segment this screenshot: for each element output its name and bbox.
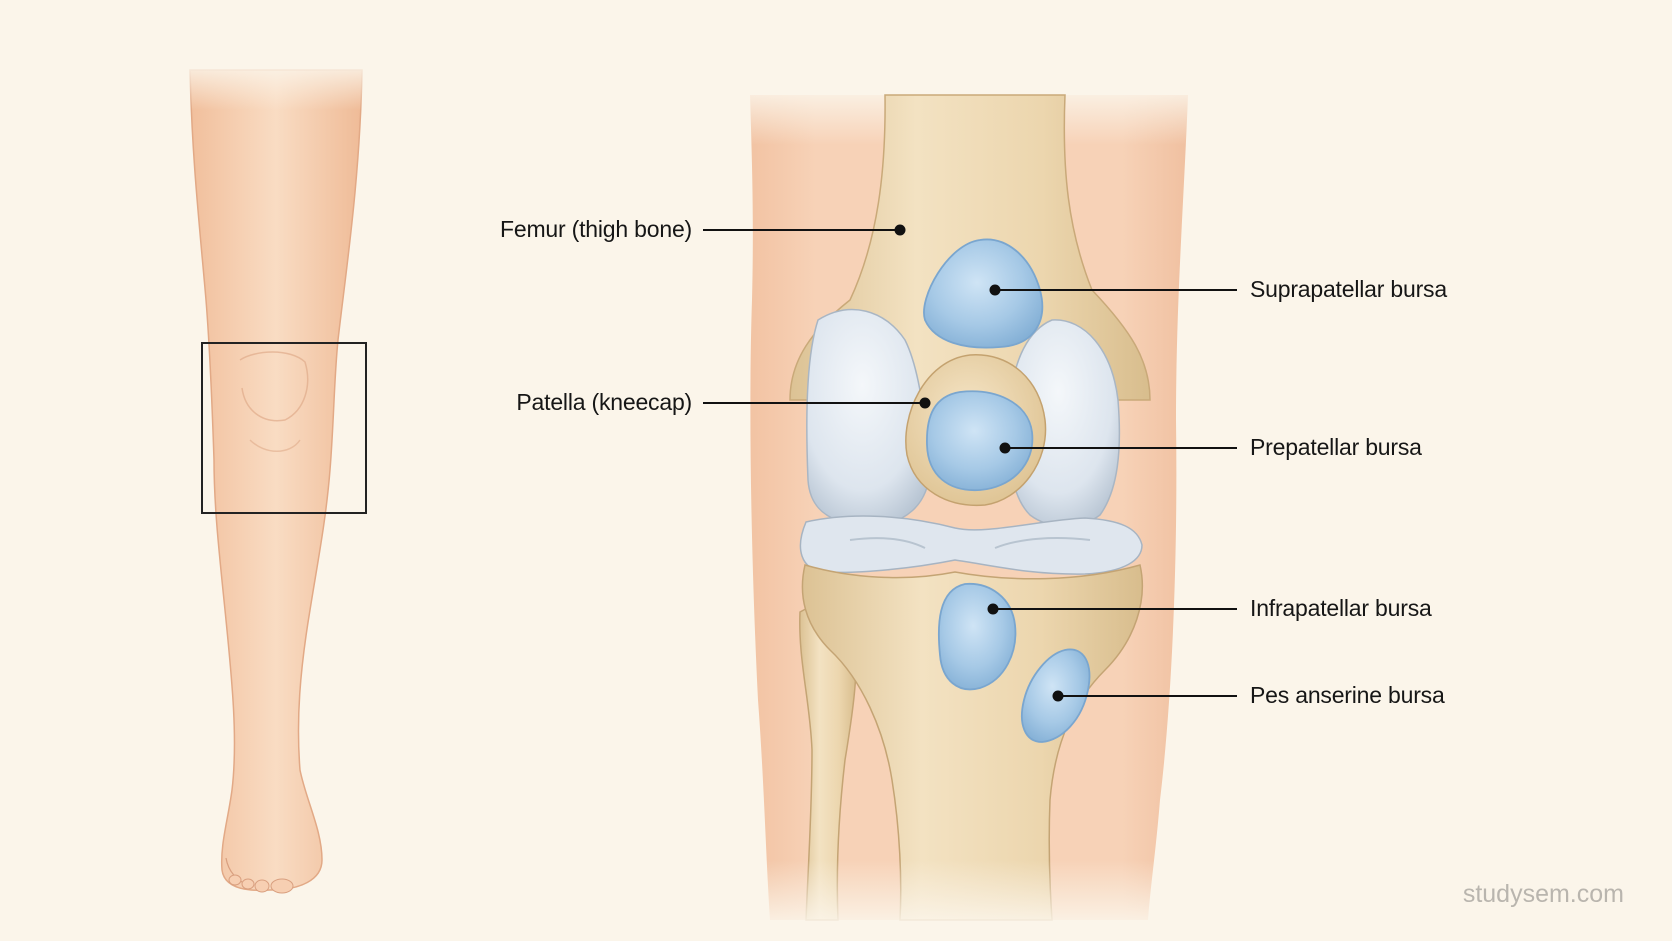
zoom-box [201,342,367,514]
femur-label: Femur (thigh bone) [500,216,692,242]
suprapatellar-bursa [923,238,1044,349]
full-leg-illustration [180,60,380,894]
pes-anserine-label: Pes anserine bursa [1250,682,1445,708]
prepatellar-bursa [926,390,1034,491]
knee-closeup-illustration [740,85,1200,930]
medial-condyle [806,308,931,526]
patella-label: Patella (kneecap) [516,389,692,415]
prepatellar-label: Prepatellar bursa [1250,434,1422,460]
infrapatellar-label: Infrapatellar bursa [1250,595,1432,621]
suprapatellar-label: Suprapatellar bursa [1250,276,1447,302]
watermark: studysem.com [1462,880,1624,908]
meniscus [799,515,1143,575]
leader-lines [703,224,1237,702]
